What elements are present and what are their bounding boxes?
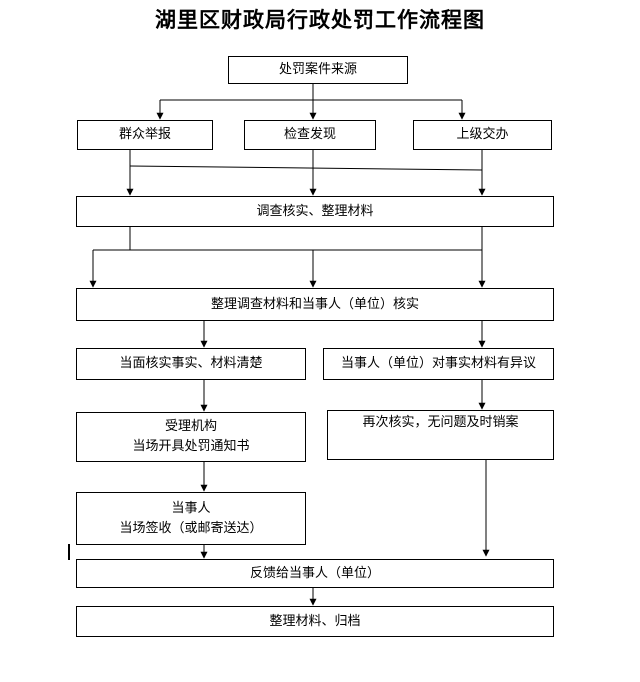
node-archive-label: 整理材料、归档: [269, 613, 361, 629]
node-accepting-agency-line2: 当场开具处罚通知书: [132, 439, 250, 454]
text-cursor: [68, 544, 70, 560]
node-recheck-close-label: 再次核实，无问题及时销案: [362, 415, 519, 430]
node-public-report: 群众举报: [77, 120, 213, 150]
node-party-sign-line1: 当事人: [171, 500, 211, 516]
node-recheck-close: 再次核实，无问题及时销案: [327, 410, 554, 460]
page-title: 湖里区财政局行政处罚工作流程图: [155, 7, 485, 32]
node-party-sign: 当事人 当场签收（或邮寄送达）: [76, 492, 306, 545]
node-investigate: 调查核实、整理材料: [76, 196, 554, 227]
node-superior-assigned: 上级交办: [413, 120, 552, 150]
node-investigate-label: 调查核实、整理材料: [256, 203, 374, 219]
node-superior-assigned-label: 上级交办: [456, 127, 509, 142]
node-inspection-found-label: 检查发现: [283, 127, 336, 142]
node-verify-with-party-label: 整理调查材料和当事人（单位）核实: [210, 296, 419, 312]
node-accepting-agency: 受理机构 当场开具处罚通知书: [76, 412, 306, 462]
node-feedback: 反馈给当事人（单位）: [76, 559, 554, 588]
node-public-report-label: 群众举报: [118, 127, 171, 142]
node-case-source-label: 处罚案件来源: [278, 62, 357, 77]
node-inspection-found: 检查发现: [244, 120, 376, 150]
node-verify-with-party: 整理调查材料和当事人（单位）核实: [76, 288, 554, 321]
node-party-objection-label: 当事人（单位）对事实材料有异议: [340, 356, 536, 371]
node-case-source: 处罚案件来源: [228, 56, 408, 84]
node-facts-clear-label: 当面核实事实、材料清楚: [119, 356, 263, 371]
node-party-objection: 当事人（单位）对事实材料有异议: [323, 348, 554, 380]
node-feedback-label: 反馈给当事人（单位）: [249, 565, 380, 581]
node-party-sign-line2: 当场签收（或邮寄送达）: [119, 520, 263, 536]
node-archive: 整理材料、归档: [76, 606, 554, 637]
node-facts-clear: 当面核实事实、材料清楚: [76, 348, 306, 380]
node-accepting-agency-line1: 受理机构: [164, 419, 217, 434]
